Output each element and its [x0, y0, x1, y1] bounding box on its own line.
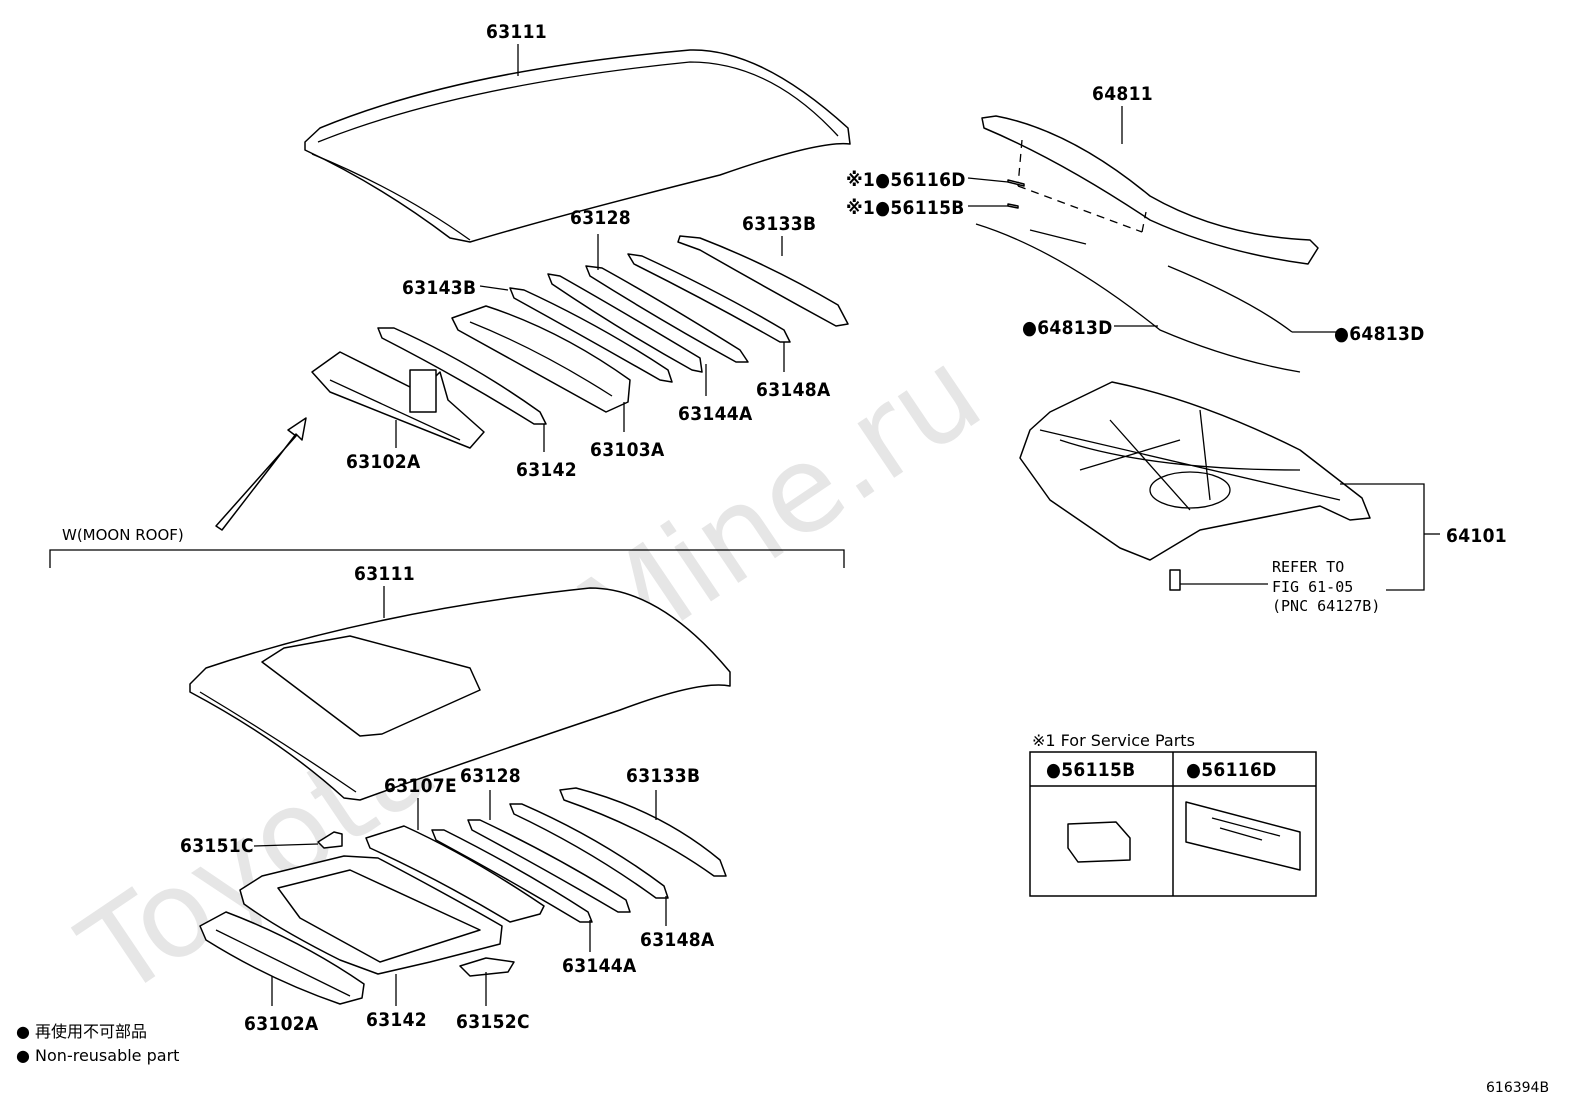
spacer-56116D-detail — [1185, 801, 1301, 871]
label-63102A-top: 63102A — [346, 451, 421, 473]
label-63148A-bot: 63148A — [640, 929, 715, 951]
molding-64813D-right — [1167, 265, 1293, 333]
direction-arrow-icon — [215, 417, 307, 531]
label-63102A-bot: 63102A — [244, 1013, 319, 1035]
roof-bow-63133B-bot — [559, 787, 727, 877]
label-63128-top: 63128 — [570, 207, 631, 229]
bracket-63152C — [459, 957, 515, 977]
label-63142-top: 63142 — [516, 459, 577, 481]
roof-bow-63148A-bot — [509, 803, 669, 899]
table-header-56116D: ●56116D — [1186, 759, 1277, 781]
diagram-id: 616394B — [1486, 1080, 1549, 1096]
roof-bow-63142-top — [377, 327, 547, 425]
label-63133B-top: 63133B — [742, 213, 816, 235]
label-63148A-top: 63148A — [756, 379, 831, 401]
roof-panel-top — [304, 49, 851, 243]
label-64101: 64101 — [1446, 525, 1507, 547]
roof-bow-63143B — [509, 287, 673, 383]
label-63111-top: 63111 — [486, 21, 547, 43]
bracket-63151C — [317, 831, 343, 849]
label-63144A-bot: 63144A — [562, 955, 637, 977]
roof-panel-moonroof — [189, 587, 731, 801]
roof-bow-63128-top — [547, 273, 703, 373]
rear-window-64811 — [981, 115, 1319, 265]
legend-line-japanese: ● 再使用不可部品 — [16, 1022, 147, 1041]
spacer-56115B-detail — [1067, 821, 1131, 863]
legend-line-english: ● Non-reusable part — [16, 1046, 179, 1065]
refer-note-line3: (PNC 64127B) — [1272, 597, 1380, 615]
label-64813D-left: ●64813D — [1022, 317, 1113, 339]
label-63144A-top: 63144A — [678, 403, 753, 425]
label-63103A: 63103A — [590, 439, 665, 461]
label-63111-bot: 63111 — [354, 563, 415, 585]
moon-roof-group-bracket — [49, 549, 845, 568]
service-parts-note: ※1 For Service Parts — [1032, 731, 1195, 750]
label-64811: 64811 — [1092, 83, 1153, 105]
moonroof-frame-63142 — [239, 855, 503, 975]
group-label-moon-roof: W(MOON ROOF) — [62, 526, 184, 544]
label-64813D-right: ●64813D — [1334, 323, 1425, 345]
label-63151C: 63151C — [180, 835, 254, 857]
roof-reinforcement-63107E — [365, 825, 545, 923]
roof-bow-63144A-top — [585, 265, 749, 363]
spacer-56116D — [1007, 179, 1025, 187]
roof-bow-63133B-top — [677, 235, 849, 327]
label-63128-bot: 63128 — [460, 765, 521, 787]
spacer-56115B — [1007, 203, 1019, 209]
roof-bow-63128-bot — [467, 819, 631, 913]
table-header-56115B: ●56115B — [1046, 759, 1136, 781]
refer-note-line2: FIG 61-05 — [1272, 578, 1353, 596]
service-parts-table — [1029, 751, 1317, 897]
refer-note-line1: REFER TO — [1272, 558, 1344, 576]
label-63143B: 63143B — [402, 277, 476, 299]
label-56115B: ※1●56115B — [846, 197, 965, 219]
label-63133B-bot: 63133B — [626, 765, 700, 787]
roof-header-63102A-bot — [199, 911, 365, 1005]
package-tray-panel-64101 — [1019, 381, 1371, 591]
label-63107E: 63107E — [384, 775, 457, 797]
molding-64813D-left — [975, 223, 1301, 373]
roof-panel-63103A — [451, 305, 631, 413]
label-63152C: 63152C — [456, 1011, 530, 1033]
roof-bow-63144A-bot — [431, 829, 593, 923]
roof-bow-63148A-top — [627, 253, 791, 343]
roof-header-63102A-top — [311, 351, 485, 449]
label-56116D: ※1●56116D — [846, 169, 966, 191]
label-63142-bot: 63142 — [366, 1009, 427, 1031]
